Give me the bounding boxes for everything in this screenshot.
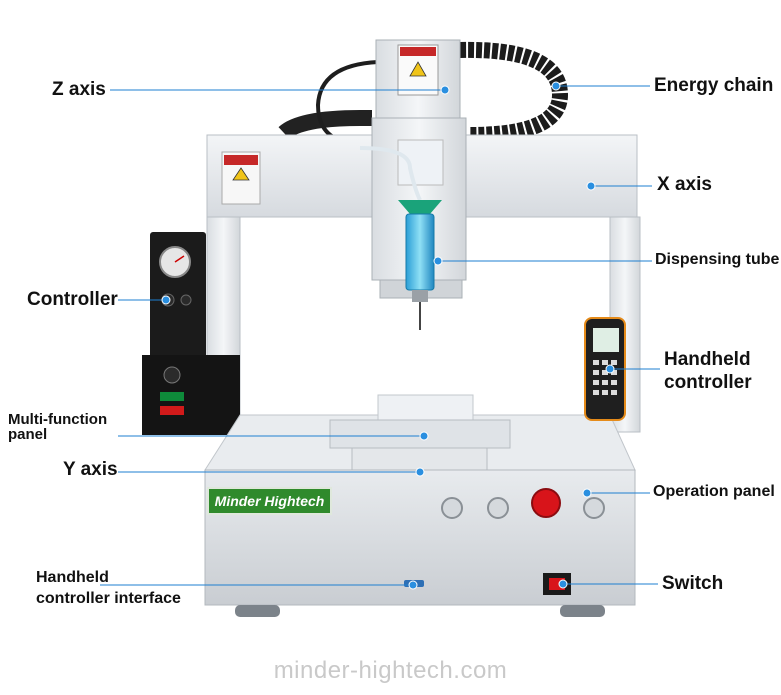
label-multi-function-line2: panel	[8, 426, 48, 443]
leader-lines	[100, 85, 660, 586]
label-y-axis: Y axis	[63, 459, 118, 480]
watermark: minder-hightech.com	[273, 657, 508, 684]
label-interface-line2: controller interface	[36, 590, 181, 607]
label-controller: Controller	[27, 289, 118, 310]
leader-dots	[161, 81, 615, 590]
label-multi-function-line1: Multi-function	[8, 411, 108, 428]
handheld-controller	[584, 317, 626, 421]
label-energy-chain: Energy chain	[654, 75, 774, 96]
dispensing-tube	[359, 146, 442, 330]
brand-logo: Minder Hightech	[207, 487, 332, 515]
operation-panel	[441, 488, 605, 519]
label-switch: Switch	[662, 573, 724, 594]
label-handheld-controller-line1: Handheld	[664, 349, 751, 370]
label-interface-line1: Handheld	[36, 569, 109, 586]
label-dispensing-tube: Dispensing tube	[655, 251, 780, 268]
label-x-axis: X axis	[657, 174, 712, 195]
label-z-axis: Z axis	[52, 79, 106, 100]
label-handheld-controller-line2: controller	[664, 372, 752, 393]
label-operation-panel: Operation panel	[653, 483, 775, 500]
